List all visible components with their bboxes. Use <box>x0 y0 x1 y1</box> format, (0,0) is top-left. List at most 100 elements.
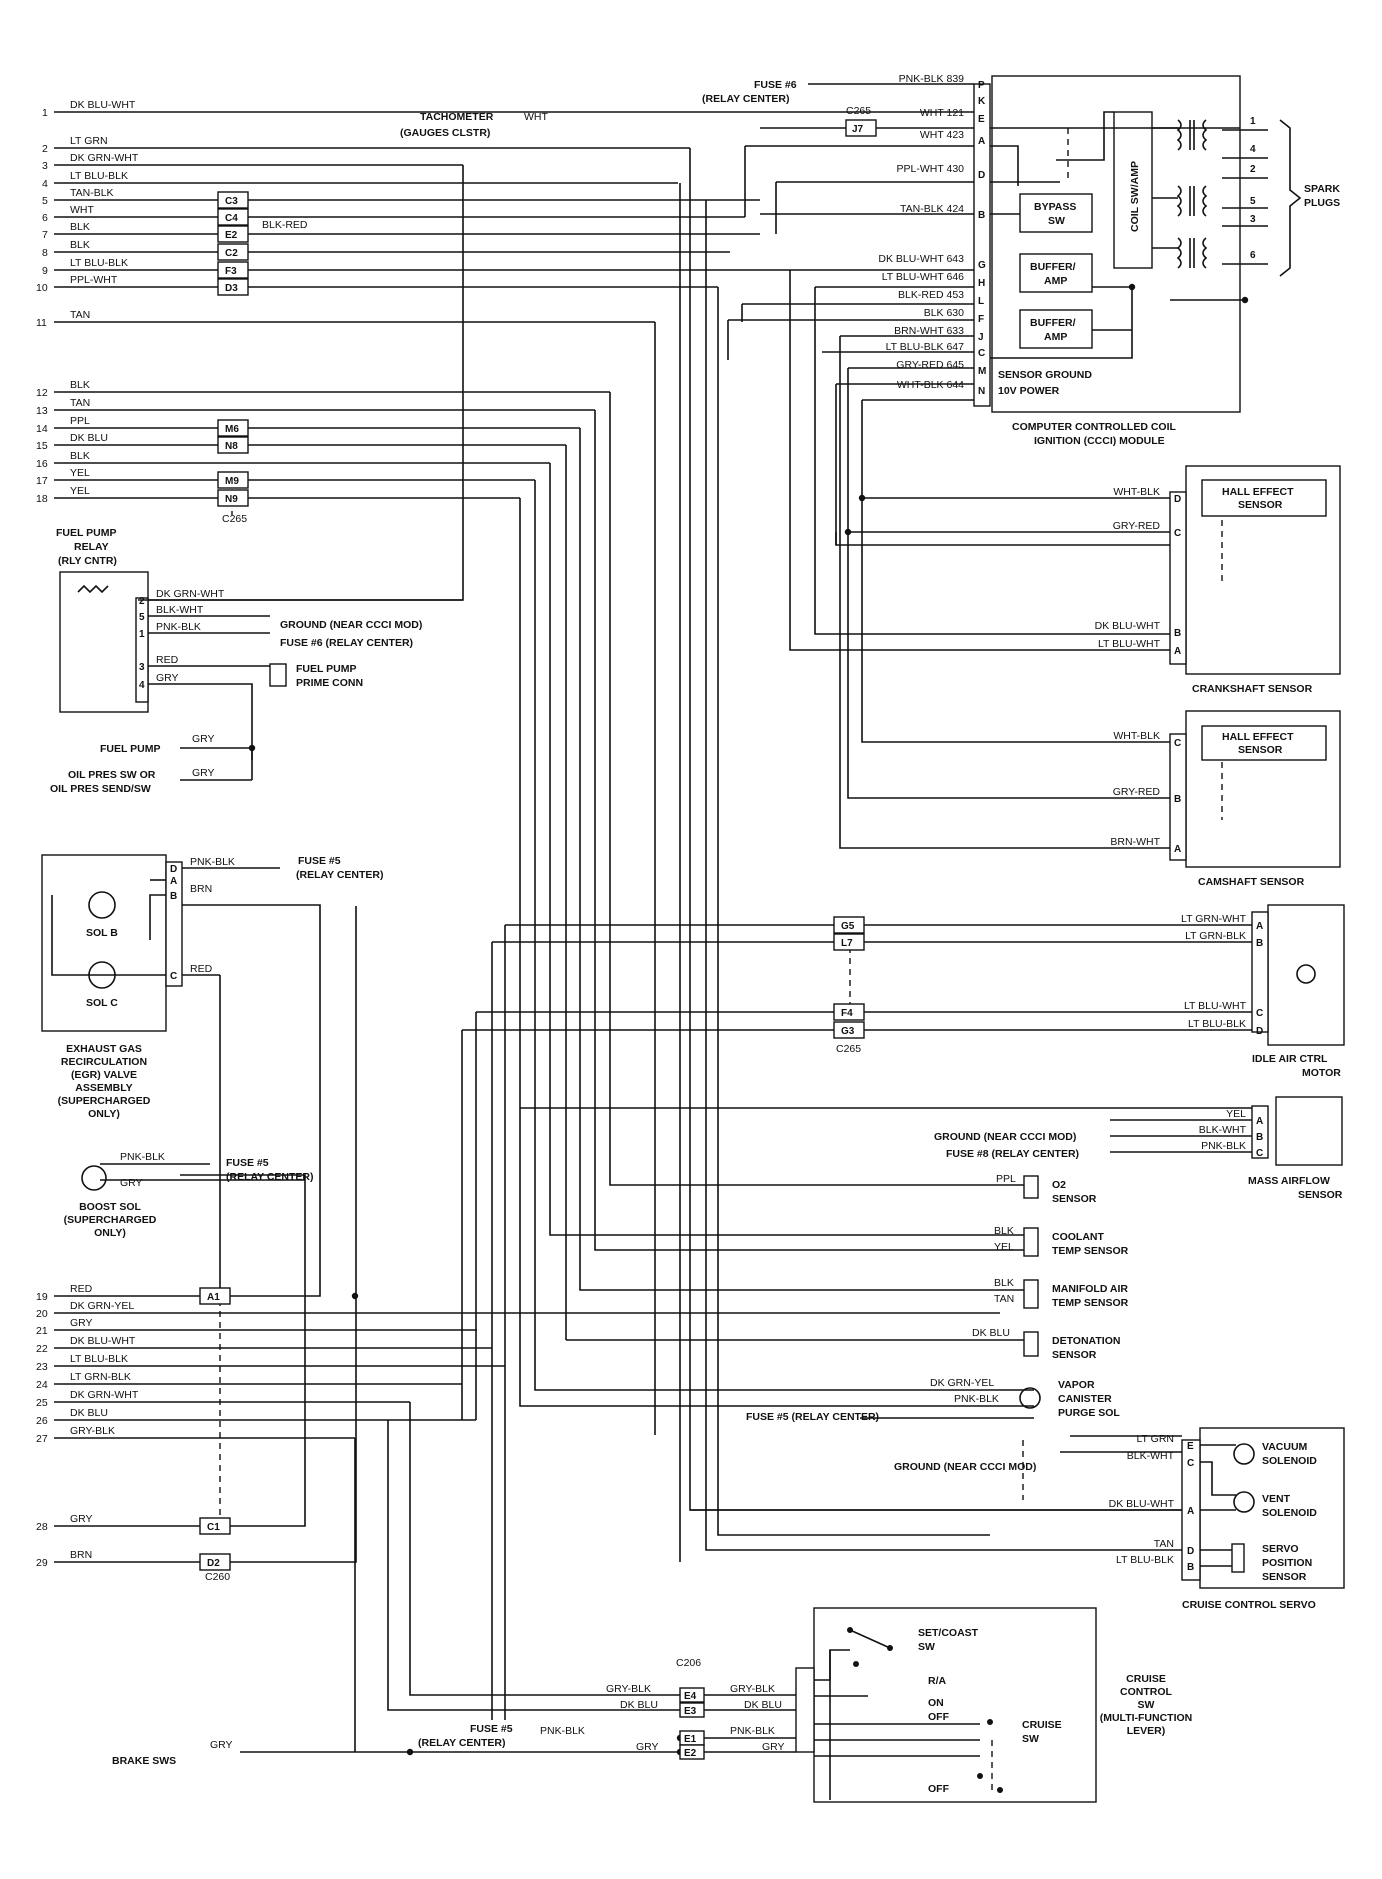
egr-fuse-label-1: FUSE #5 <box>298 855 341 867</box>
wire-label-12: BLK <box>70 379 90 391</box>
iac-wire-A: LT GRN-WHT <box>1181 913 1247 925</box>
boost-fuse-label-2: (RELAY CENTER) <box>226 1171 314 1183</box>
servo-wire-D: TAN <box>1154 1538 1174 1550</box>
iac-pin-D: D <box>1256 1026 1263 1037</box>
manifold-wire-2: TAN <box>994 1293 1014 1305</box>
maf-title-1: MASS AIRFLOW <box>1248 1175 1330 1187</box>
pin-number-6: 6 <box>42 212 48 224</box>
connector-F3 <box>217 261 249 279</box>
cam-hall-label-2: SENSOR <box>1238 744 1283 756</box>
connector-N8 <box>217 436 249 454</box>
relay-center-top-label: (RELAY CENTER) <box>702 93 790 105</box>
ccci-pin-K: K <box>978 96 986 107</box>
connector-M9 <box>217 471 249 489</box>
sol-b-label: SOL B <box>86 927 118 939</box>
fuel-prime-label-1: FUEL PUMP <box>296 663 356 675</box>
cruise-fuse-label-1: FUSE #5 <box>470 1723 513 1735</box>
egr-fuse-label-2: (RELAY CENTER) <box>296 869 384 881</box>
component-boxes <box>41 75 1345 1803</box>
connector-C1 <box>199 1517 231 1535</box>
servo-wire-E: LT GRN <box>1136 1433 1174 1445</box>
iac-connector-F4 <box>833 1003 865 1021</box>
ccci-buffer-amp-box-2 <box>1019 309 1093 349</box>
coolant-label-2: TEMP SENSOR <box>1052 1245 1129 1257</box>
servo-position-sensor-icon <box>1231 1543 1245 1573</box>
connector-label-C1: C1 <box>207 1522 220 1533</box>
cruise-connector-label-E1: E1 <box>684 1734 697 1745</box>
servo-pin-D: D <box>1187 1546 1194 1557</box>
boost-wire-2: GRY <box>120 1177 143 1189</box>
iac-connector-label-G3: G3 <box>841 1026 855 1037</box>
maf-labels: GROUND (NEAR CCCI MOD) FUSE #8 (RELAY CE… <box>934 1131 1343 1201</box>
sensor-ground-label: SENSOR GROUND <box>998 369 1092 381</box>
fuel-prime-label-2: PRIME CONN <box>296 677 363 689</box>
pin-number-22: 22 <box>36 1343 48 1355</box>
spark-plug-5: 5 <box>1250 196 1256 207</box>
cruise-switch-box <box>813 1607 1097 1803</box>
maf-pin-C: C <box>1256 1148 1263 1159</box>
servo-wire-C: BLK-WHT <box>1127 1450 1175 1462</box>
connector-E2 <box>217 225 249 243</box>
pin-blocks <box>135 83 1269 1753</box>
ccci-wire-A: WHT 423 <box>920 129 964 141</box>
crank-pin-B: B <box>1174 628 1181 639</box>
wire-label-1: DK BLU-WHT <box>70 99 136 111</box>
fuel-pin-1: 1 <box>139 629 145 640</box>
maf-sensor-box <box>1275 1096 1343 1166</box>
set-coast-label-2: SW <box>918 1641 935 1653</box>
engine-sensors: PPL O2 SENSOR BLK YEL COOLANT TEMP SENSO… <box>746 1173 1129 1423</box>
ccci-title-1: COMPUTER CONTROLLED COIL <box>1012 421 1176 433</box>
servo-pin-E: E <box>1187 1441 1194 1452</box>
fuse6-top-label: FUSE #6 <box>754 79 797 91</box>
pin-number-10: 10 <box>36 282 48 294</box>
ccci-wire-L: BLK-RED 453 <box>898 289 964 301</box>
spark-plug-2: 2 <box>1250 164 1256 175</box>
fuel-pump-wire: GRY <box>192 733 215 745</box>
ccci-wire-F: BLK 630 <box>924 307 964 319</box>
pin-number-14: 14 <box>36 423 48 435</box>
iac-connector-G3 <box>833 1021 865 1039</box>
connector-A1 <box>199 1287 231 1305</box>
buffer2-label-1: BUFFER/ <box>1030 317 1076 329</box>
prime-connector <box>269 663 287 687</box>
pin-number-16: 16 <box>36 458 48 470</box>
cruise-connector-E4 <box>679 1687 705 1703</box>
fuel-pin-4: 4 <box>139 680 145 691</box>
connector-j7-label: J7 <box>852 124 864 135</box>
iac-motor-icon <box>1296 964 1316 984</box>
egr-wire-D: PNK-BLK <box>190 856 235 868</box>
wire-label-22: DK BLU-WHT <box>70 1335 136 1347</box>
vacuum-sol-label-2: SOLENOID <box>1262 1455 1317 1467</box>
cruise-title-line-5: LEVER) <box>1127 1725 1166 1737</box>
boost-sol-icon <box>81 1165 107 1191</box>
ccci-wire-E: WHT 121 <box>920 107 964 119</box>
servo-wire-B: LT BLU-BLK <box>1116 1554 1174 1566</box>
wire-label-29: BRN <box>70 1549 92 1561</box>
sol-c-label: SOL C <box>86 997 118 1009</box>
dashed-links <box>219 128 1223 1790</box>
crankshaft-sensor-title: CRANKSHAFT SENSOR <box>1192 683 1313 695</box>
connector-label-N8: N8 <box>225 441 238 452</box>
pin-number-23: 23 <box>36 1361 48 1373</box>
cruise-fuse-label-2: (RELAY CENTER) <box>418 1737 506 1749</box>
cam-pin-A: A <box>1174 844 1181 855</box>
relay-coil-icon <box>77 584 109 594</box>
idle-air-motor-box <box>1267 904 1345 1046</box>
pin-number-5: 5 <box>42 195 48 207</box>
spark-plugs-label-2: PLUGS <box>1304 197 1340 209</box>
egr-wire-B: BRN <box>190 883 212 895</box>
bypass-label-1: BYPASS <box>1034 201 1076 213</box>
iac-wire-B: LT GRN-BLK <box>1185 930 1246 942</box>
cam-wire-A: BRN-WHT <box>1110 836 1160 848</box>
egr-pin-C: C <box>170 971 177 982</box>
wire-label-26: DK BLU <box>70 1407 108 1419</box>
cam-wire-B: GRY-RED <box>1113 786 1161 798</box>
pin-number-29: 29 <box>36 1557 48 1569</box>
crank-pin-D: D <box>1174 494 1181 505</box>
